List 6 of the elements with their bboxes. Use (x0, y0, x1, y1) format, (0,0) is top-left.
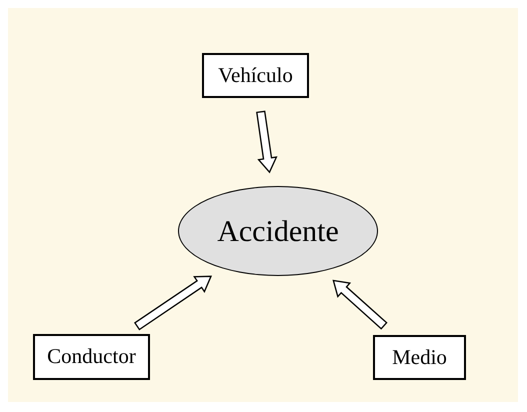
process-box: Medio (373, 335, 466, 380)
hollow-arrow (256, 110, 278, 174)
hollow-arrow (332, 280, 388, 330)
process-box: Conductor (33, 334, 150, 380)
hollow-arrow (134, 276, 212, 330)
process-box: Vehículo (202, 53, 309, 98)
